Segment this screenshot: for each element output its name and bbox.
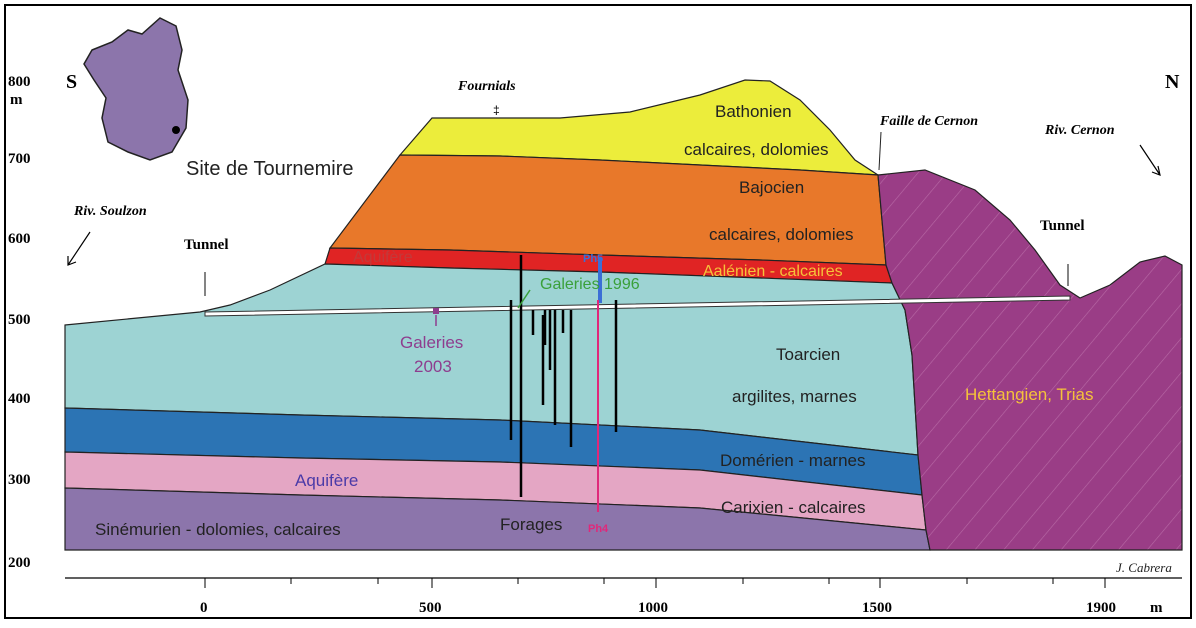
label-galeries-2003: Galeries [400, 333, 463, 352]
figure-frame [4, 4, 1192, 619]
faille-pointer [878, 131, 882, 171]
label-tunnel-left: Tunnel [184, 237, 228, 253]
orientation-south: S [66, 71, 77, 93]
label-aalenien: Aalénien - calcaires [703, 263, 843, 280]
y-tick-800: 800 [8, 74, 31, 90]
label-hettangien-trias: Hettangien, Trias [965, 385, 1094, 404]
label-bajocien: Bajocien [739, 178, 804, 197]
label-domerien: Domérien - marnes [720, 451, 866, 470]
orientation-north: N [1165, 71, 1180, 93]
y-tick-600: 600 [8, 231, 31, 247]
label-carixien: Carixien - calcaires [721, 498, 866, 517]
label-galeries-2003-year: 2003 [414, 357, 452, 376]
x-tick-1900: 1900 [1086, 600, 1116, 616]
label-toarcien: Toarcien [776, 345, 840, 364]
riv-soulzon-arrow [67, 231, 91, 266]
x-tick-500: 500 [419, 600, 442, 616]
x-tick-1500: 1500 [862, 600, 892, 616]
y-tick-400: 400 [8, 391, 31, 407]
x-tick-0: 0 [200, 600, 208, 616]
label-sinemurien: Sinémurien - dolomies, calcaires [95, 520, 341, 539]
fournials-marker: ‡ [493, 103, 500, 117]
label-forages: Forages [500, 515, 562, 534]
label-faille-de-cernon: Faille de Cernon [879, 114, 978, 129]
label-galeries-1996: Galeries 1996 [540, 276, 640, 293]
france-inset-map [83, 17, 189, 161]
label-fournials: Fournials [457, 79, 516, 94]
x-axis-unit: m [1150, 600, 1163, 616]
y-tick-500: 500 [8, 312, 31, 328]
label-toarcien-lithology: argilites, marnes [732, 387, 857, 406]
label-bajocien-lithology: calcaires, dolomies [709, 225, 854, 244]
x-axis-ticks [204, 578, 1106, 588]
site-location-dot [172, 126, 180, 134]
y-tick-700: 700 [8, 151, 31, 167]
galeries-2003-marker [433, 308, 439, 314]
label-ph4: Ph4 [588, 523, 609, 535]
label-riv-cernon: Riv. Cernon [1044, 123, 1115, 138]
label-aquifere-top: Aquifère [353, 249, 413, 266]
label-riv-soulzon: Riv. Soulzon [73, 204, 147, 219]
riv-cernon-arrow [1139, 144, 1161, 176]
label-bathonien: Bathonien [715, 102, 792, 121]
label-aquifere-bottom: Aquifère [295, 471, 358, 490]
label-author: J. Cabrera [1116, 560, 1172, 575]
tunnel [204, 295, 1071, 317]
y-tick-200: 200 [8, 555, 31, 571]
galeries-1996-arrow [517, 289, 531, 309]
y-tick-300: 300 [8, 472, 31, 488]
boreholes [509, 255, 618, 497]
y-axis-unit: m [10, 92, 23, 108]
label-site-tournemire: Site de Tournemire [186, 158, 354, 180]
label-ph5: Ph5 [583, 253, 603, 265]
layer-bajocien [328, 154, 887, 266]
label-bathonien-lithology: calcaires, dolomies [684, 140, 829, 159]
label-tunnel-right: Tunnel [1040, 218, 1084, 234]
x-tick-1000: 1000 [638, 600, 668, 616]
layer-hettangien-trias [877, 169, 1183, 551]
layer-sinemurien [64, 487, 931, 551]
